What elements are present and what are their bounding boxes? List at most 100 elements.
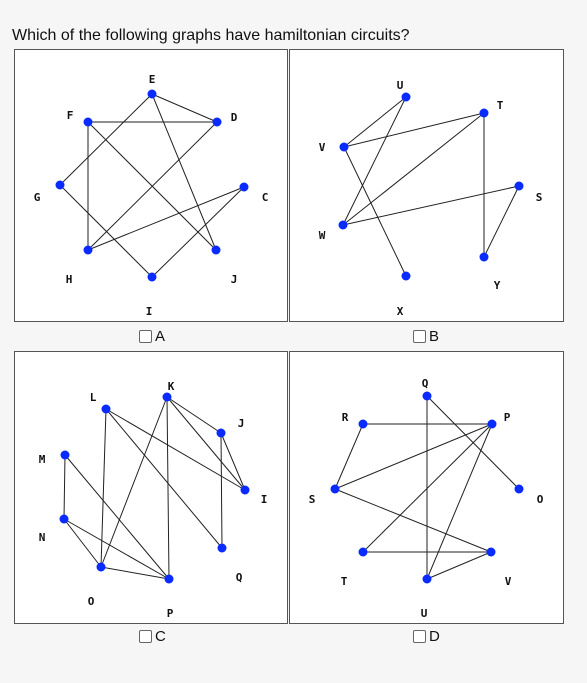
choice-a-checkbox[interactable] — [139, 330, 152, 343]
graph-a-node-c — [239, 182, 249, 192]
graph-d-label-o: O — [537, 493, 544, 506]
graph-c-node-k — [162, 392, 172, 402]
graph-a-label-d: D — [231, 111, 238, 124]
graph-d-node-t — [358, 547, 368, 557]
choice-d[interactable]: D — [413, 628, 440, 645]
choice-a[interactable]: A — [139, 328, 165, 345]
choice-c[interactable]: C — [139, 628, 166, 645]
graph-a-label-h: H — [66, 273, 73, 286]
graph-c-label-m: M — [39, 453, 46, 466]
graph-d-edge-u-v — [426, 551, 492, 580]
graph-c-edge-l-q — [105, 408, 223, 549]
question-text: Which of the following graphs have hamil… — [12, 27, 410, 44]
graph-c-edge-o-p — [100, 566, 170, 580]
graph-c-node-n — [59, 514, 69, 524]
graph-c-node-o — [96, 562, 106, 572]
graph-c-edge-n-o — [63, 518, 102, 568]
graph-b-edge-s-w — [342, 185, 520, 226]
graph-b-node-x — [401, 271, 411, 281]
graph-b-label-v: V — [319, 141, 326, 154]
graph-a-label-f: F — [67, 109, 74, 122]
graph-a-label-c: C — [262, 191, 269, 204]
graph-c-edge-k-j — [166, 396, 222, 434]
graph-b-label-u: U — [397, 79, 404, 92]
graph-c-edge-m-n — [63, 454, 66, 520]
graph-a-node-g — [55, 180, 65, 190]
graph-c-node-m — [60, 450, 70, 460]
graph-d-edge-p-u — [426, 423, 493, 580]
graph-a-node-j — [211, 245, 221, 255]
graph-c-edge-j-q — [220, 432, 223, 549]
graph-d-edge-r-s — [334, 423, 364, 490]
graph-d-label-r: R — [342, 411, 349, 424]
graph-a-edge-e-d — [151, 93, 218, 123]
graph-c-label-l: L — [90, 391, 97, 404]
graph-a-node-f — [83, 117, 93, 127]
graph-a-label-j: J — [231, 273, 238, 286]
graph-d-node-u — [422, 574, 432, 584]
graph-b-node-y — [479, 252, 489, 262]
graph-b-svg: U T S Y X W V — [319, 79, 543, 318]
graph-b-node-v — [339, 142, 349, 152]
graph-b-edge-v-x — [343, 146, 407, 277]
graph-c-label-q: Q — [236, 571, 243, 584]
graph-c-edge-j-i — [220, 432, 246, 491]
graph-c-node-l — [101, 404, 111, 414]
graph-a-edge-e-j — [151, 93, 217, 251]
graph-a-edge-c-h — [87, 186, 245, 251]
graph-d-edge-p-s — [334, 423, 493, 490]
graph-b-node-u — [401, 92, 411, 102]
graph-d-label-v: V — [505, 575, 512, 588]
graph-a-label-e: E — [149, 73, 156, 86]
choice-b-checkbox[interactable] — [413, 330, 426, 343]
graph-b-label-w: W — [319, 229, 326, 242]
graph-panel-b: U T S Y X W V — [289, 49, 564, 322]
graph-c-edge-n-p — [63, 518, 170, 580]
graph-b-node-s — [514, 181, 524, 191]
graph-d-edge-p-t — [362, 423, 493, 553]
graph-b-edge-u-w — [342, 96, 407, 226]
graph-c-node-p — [164, 574, 174, 584]
choice-a-label: A — [155, 328, 166, 345]
choice-d-checkbox[interactable] — [413, 630, 426, 643]
graph-d-label-q: Q — [422, 377, 429, 390]
graph-a-node-e — [147, 89, 157, 99]
graph-d-label-t: T — [341, 575, 348, 588]
graph-d-node-q — [422, 391, 432, 401]
graph-c-node-q — [217, 543, 227, 553]
graph-c-node-i — [240, 485, 250, 495]
graph-b-node-w — [338, 220, 348, 230]
graph-b-label-x: X — [397, 305, 404, 318]
graph-b-label-y: Y — [494, 279, 501, 292]
graph-d-edge-s-v — [334, 488, 492, 553]
graph-d-node-r — [358, 419, 368, 429]
graph-a-label-g: G — [34, 191, 41, 204]
graph-a-node-h — [83, 245, 93, 255]
graph-c-label-k: K — [168, 380, 175, 393]
graph-c-label-o: O — [88, 595, 95, 608]
graph-a-node-d — [212, 117, 222, 127]
graph-b-node-t — [479, 108, 489, 118]
graph-b-edge-u-v — [343, 96, 407, 148]
graph-b-label-s: S — [536, 191, 543, 204]
graph-a-edge-c-i — [151, 186, 245, 278]
graph-a-edge-i-g — [59, 184, 153, 278]
graph-a-edge-d-h — [87, 121, 218, 251]
graph-b-label-t: T — [497, 99, 504, 112]
choice-b[interactable]: B — [413, 328, 439, 345]
graph-b-edge-t-w — [342, 112, 485, 226]
graph-d-node-s — [330, 484, 340, 494]
graph-c-label-j: J — [238, 417, 245, 430]
choice-c-checkbox[interactable] — [139, 630, 152, 643]
graph-d-label-s: S — [309, 493, 316, 506]
choice-d-label: D — [429, 628, 440, 645]
graph-c-edge-l-o — [100, 408, 107, 568]
graph-d-node-o — [514, 484, 524, 494]
graph-c-edge-k-o — [100, 396, 168, 568]
